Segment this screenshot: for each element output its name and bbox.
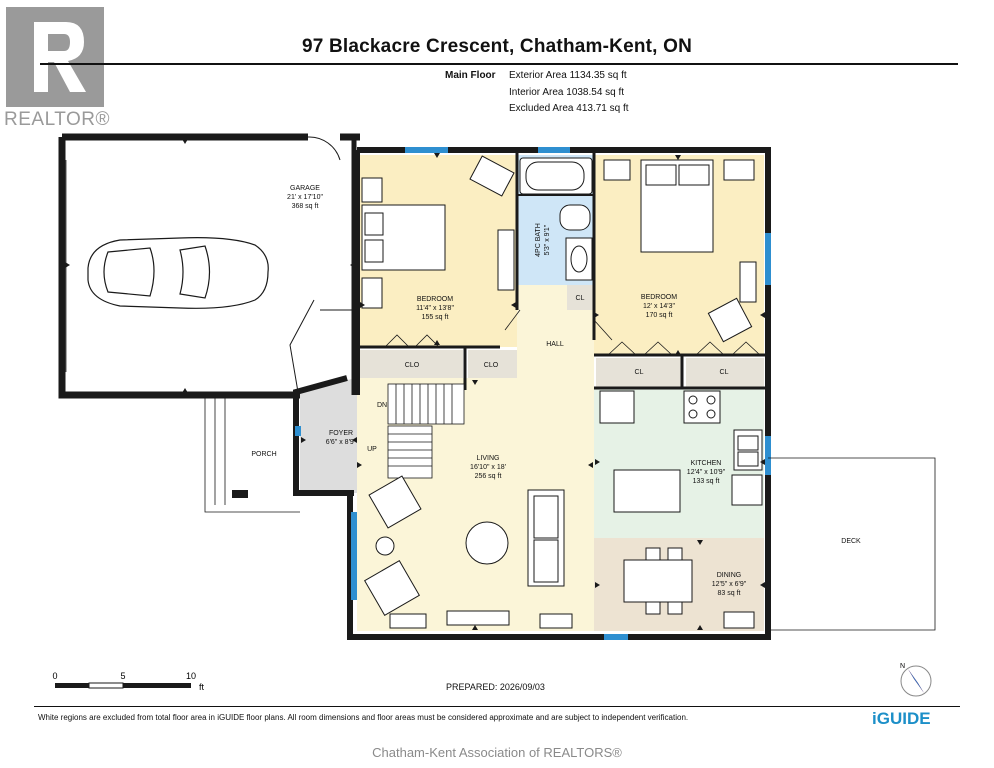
dining-area: 83 sq ft [718,590,741,597]
footer-association: Chatham-Kent Association of REALTORS® [372,745,622,760]
floor-label: Main Floor [445,70,496,81]
car-icon [87,237,269,309]
scale-label-0: 0 [52,671,57,681]
interior-area: Interior Area 1038.54 sq ft [509,87,625,98]
cl2-fill [596,358,682,388]
iguide-logo: iGUIDE [872,709,931,728]
garage-area: 368 sq ft [292,203,319,210]
bedroom2-furniture [603,159,757,343]
excluded-area: Excluded Area 413.71 sq ft [509,103,629,114]
bedroom1-name: BEDROOM [417,296,453,303]
realtor-wordmark: REALTOR® [4,109,110,130]
foyer-dims: 6'6" x 8'9" [326,439,357,446]
footer-divider [34,706,960,707]
kitchen-area: 133 sq ft [693,478,720,485]
deck-name: DECK [841,538,861,545]
foyer-name: FOYER [329,430,353,437]
compass-north-label: N [900,663,905,670]
kitchen-dims: 12'4" x 10'9" [687,469,726,476]
scale-unit: ft [199,682,205,692]
cl1-fill [567,285,594,310]
windows [295,147,771,640]
scale-bar [55,682,191,689]
scale-label-5: 5 [120,671,125,681]
living-furniture [363,475,573,629]
bedroom1-dims: 11'4" x 13'8" [416,305,454,312]
closet-doors [384,309,761,356]
bath-name: 4PC BATH [535,223,542,257]
porch-outline [204,395,300,513]
living-area: 256 sq ft [475,473,502,480]
garage-name: GARAGE [290,185,320,192]
title-divider [40,63,958,65]
main-walls [293,147,771,640]
living-dims: 16'10" x 18' [470,464,506,471]
disclaimer-text: White regions are excluded from total fl… [38,713,689,722]
bath-fixtures [519,157,593,281]
dining-name: DINING [717,572,742,579]
bedroom2-area: 170 sq ft [646,312,673,319]
foyer-fill [300,378,357,493]
compass-icon: N [900,663,932,697]
bedroom1-area: 155 sq ft [422,314,449,321]
realtor-r-icon [34,22,86,92]
clo2-label: CLO [484,362,499,369]
dimension-arrows [65,139,765,630]
cl1-label: CL [576,295,585,302]
living-name: LIVING [477,455,500,462]
exterior-area: Exterior Area 1134.35 sq ft [509,70,627,81]
clo1-label: CLO [405,362,420,369]
garage-dims: 21' x 17'10" [287,194,323,201]
cl3-fill [686,358,764,388]
clo2-fill [468,350,517,378]
stairs [387,383,465,479]
dining-dims: 12'5" x 6'9" [712,581,747,588]
porch-step [232,490,248,498]
porch-name: PORCH [251,451,276,458]
dining-furniture [623,547,755,629]
kitchen-name: KITCHEN [691,460,722,467]
page-title: 97 Blackacre Crescent, Chatham-Kent, ON [301,36,693,57]
bedroom2-name: BEDROOM [641,294,677,301]
stairs-up-label: UP [367,446,377,453]
deck-outline [768,457,936,631]
clo1-fill [360,350,463,378]
bath-dims: 5'3" x 9'1" [544,224,551,255]
bedroom2-dims: 12' x 14'3" [643,303,676,310]
hall-name: HALL [546,341,564,348]
realtor-logo [6,7,104,107]
cl2-label: CL [635,369,644,376]
stairs-down-label: DN [377,402,387,409]
bedroom1-furniture [361,155,515,309]
cl3-label: CL [720,369,729,376]
scale-label-10: 10 [186,671,196,681]
kitchen-fixtures [599,390,763,513]
prepared-date: PREPARED: 2026/09/03 [446,682,545,692]
